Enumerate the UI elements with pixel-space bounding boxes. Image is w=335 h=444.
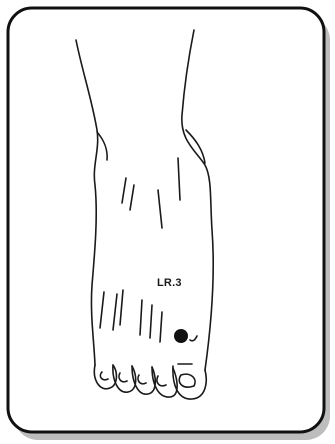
acupoint-marker <box>174 329 188 343</box>
acupoint-label: LR.3 <box>157 277 182 289</box>
card-frame <box>8 8 324 432</box>
